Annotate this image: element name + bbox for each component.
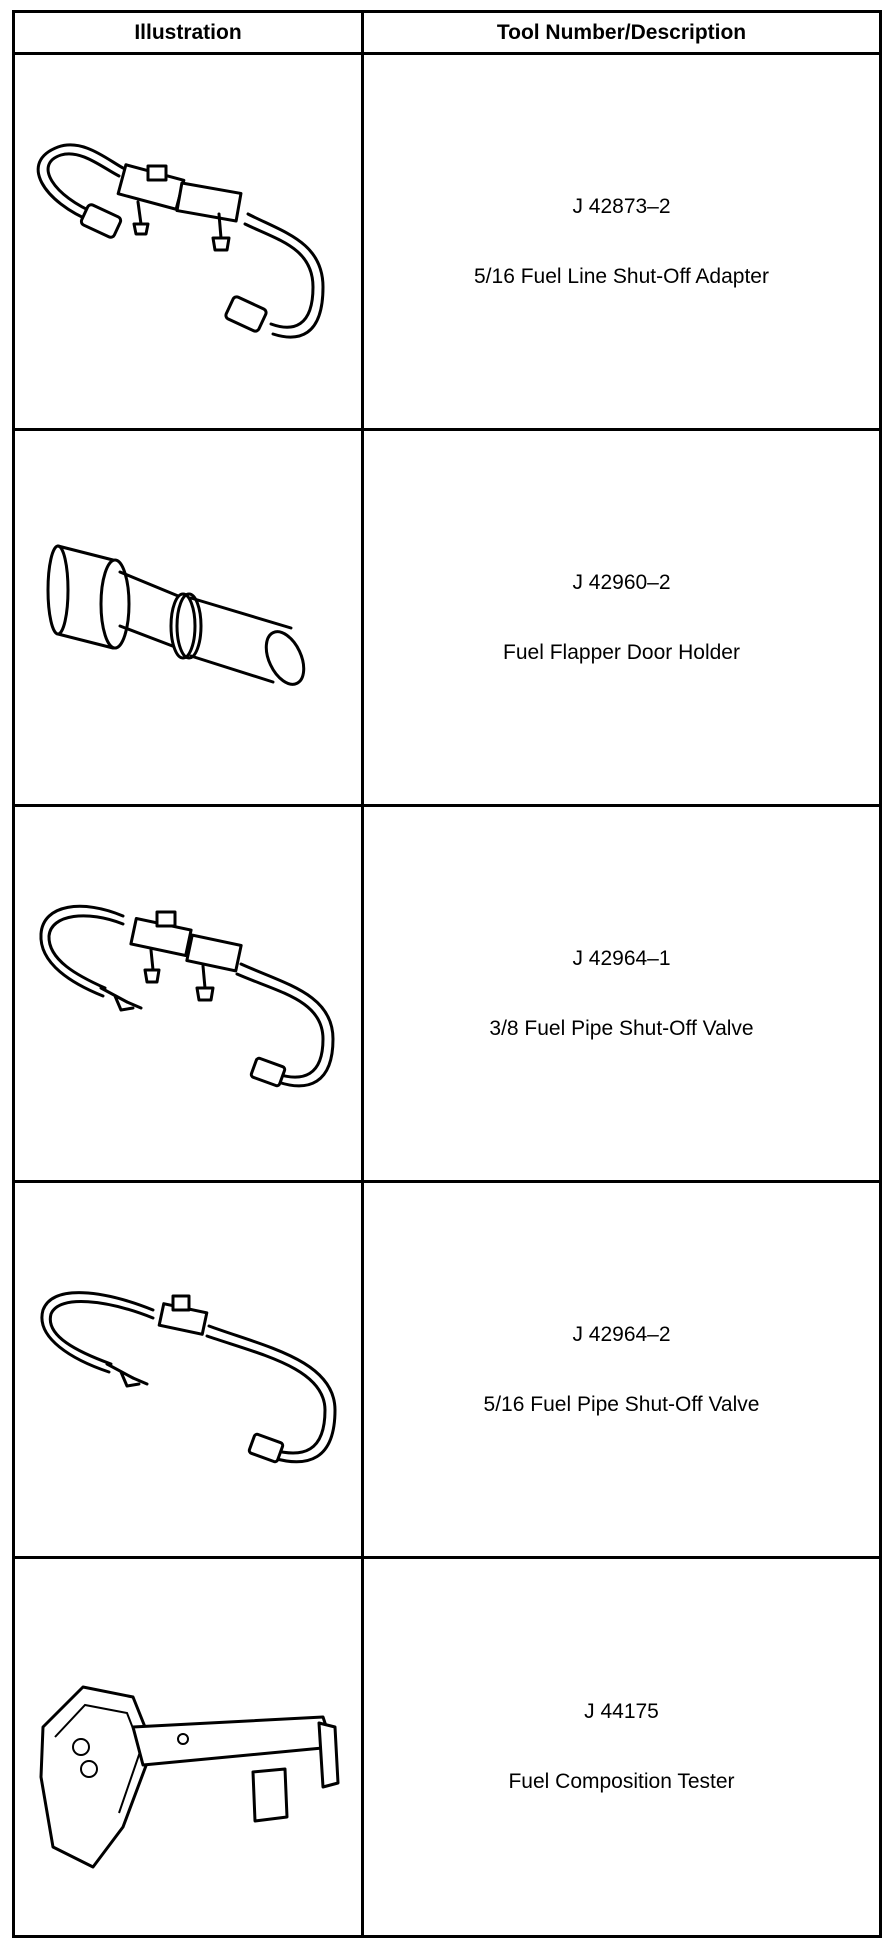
illustration-cell bbox=[15, 1559, 364, 1935]
tool-description-cell: J 44175 Fuel Composition Tester bbox=[364, 1559, 879, 1935]
fuel-pipe-shut-off-valve-icon bbox=[40, 1290, 337, 1463]
tool-description-cell: J 42873–2 5/16 Fuel Line Shut-Off Adapte… bbox=[364, 55, 879, 431]
illustration-cell bbox=[15, 431, 364, 807]
tool-table: Illustration Tool Number/Description J 4… bbox=[12, 10, 882, 1938]
tool-description-cell: J 42964–2 5/16 Fuel Pipe Shut-Off Valve bbox=[364, 1183, 879, 1559]
fuel-composition-tester-icon bbox=[39, 1685, 340, 1869]
tool-number: J 42964–1 bbox=[572, 946, 671, 970]
tool-description: Fuel Flapper Door Holder bbox=[503, 640, 740, 664]
fuel-line-shut-off-adapter-icon bbox=[36, 143, 325, 338]
tool-description: 3/8 Fuel Pipe Shut-Off Valve bbox=[489, 1016, 754, 1040]
tool-number: J 42960–2 bbox=[572, 570, 671, 594]
tool-description: 5/16 Fuel Pipe Shut-Off Valve bbox=[483, 1392, 760, 1416]
tool-number: J 42964–2 bbox=[572, 1322, 671, 1346]
illustration-cell bbox=[15, 1183, 364, 1559]
fuel-pipe-shut-off-valve-icon bbox=[39, 904, 335, 1087]
tool-description-cell: J 42960–2 Fuel Flapper Door Holder bbox=[364, 431, 879, 807]
tool-description: Fuel Composition Tester bbox=[508, 1770, 735, 1793]
fuel-flapper-door-holder-icon bbox=[46, 544, 306, 686]
header-tool-description: Tool Number/Description bbox=[364, 13, 879, 55]
header-illustration: Illustration bbox=[15, 13, 364, 55]
tool-number: J 44175 bbox=[584, 1700, 659, 1723]
tool-description-cell: J 42964–1 3/8 Fuel Pipe Shut-Off Valve bbox=[364, 807, 879, 1183]
tool-description: 5/16 Fuel Line Shut-Off Adapter bbox=[474, 264, 769, 288]
illustration-cell bbox=[15, 807, 364, 1183]
illustration-cell bbox=[15, 55, 364, 431]
tool-number: J 42873–2 bbox=[572, 194, 671, 218]
